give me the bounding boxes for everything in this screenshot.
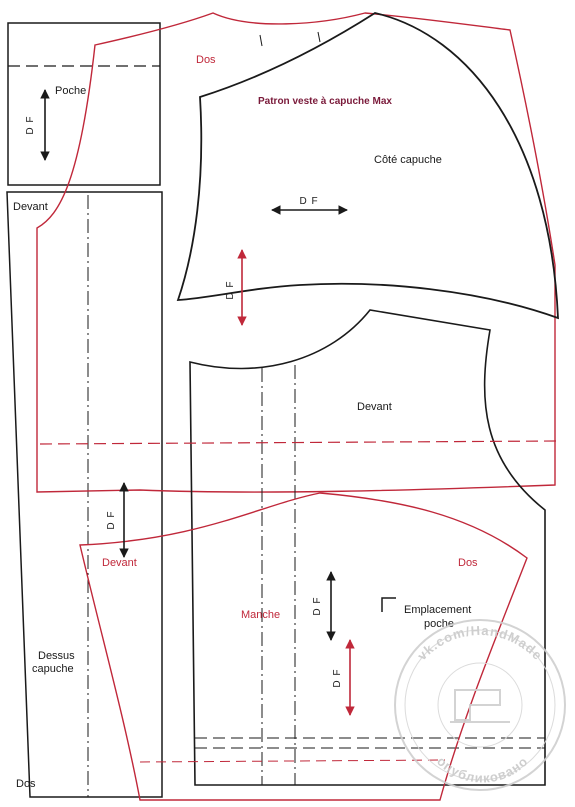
grain-arrow-devant: D F [312, 571, 336, 641]
grain-arrow-dos: D F [225, 249, 247, 326]
watermark-stamp: vk.com/HandMade опубликовано [394, 619, 566, 791]
pattern-title: Patron veste à capuche Max [258, 96, 392, 107]
svg-text:D F: D F [299, 196, 318, 207]
svg-text:D F: D F [25, 115, 36, 134]
grain-arrow-manche: D F [332, 639, 355, 716]
label-dos-right: Dos [458, 557, 478, 569]
svg-text:D F: D F [225, 280, 236, 299]
grain-arrow-poche: D F [25, 89, 50, 161]
dessus-capuche-piece [6, 191, 163, 798]
label-dos-bottom: Dos [16, 778, 36, 790]
cote-capuche-piece [176, 12, 559, 320]
label-devant-center: Devant [357, 401, 392, 413]
poche-piece [7, 22, 161, 186]
dos-neck-tick-right [317, 31, 321, 43]
label-devant-left: Devant [13, 201, 48, 213]
label-emplacement-line1: Emplacement [404, 604, 471, 616]
svg-text:D F: D F [312, 596, 323, 615]
sewing-machine-icon [450, 689, 510, 723]
dos-neck-tick-left [259, 34, 263, 47]
label-dessus-line2: capuche [32, 663, 74, 675]
label-dos-top: Dos [196, 54, 216, 66]
label-emplacement-line2: poche [424, 618, 454, 630]
label-poche: Poche [55, 85, 86, 97]
red-dashed-hemline [39, 440, 558, 445]
grain-arrow-cote-capuche: D F [271, 196, 348, 215]
label-cote-capuche: Côté capuche [374, 154, 442, 166]
emplacement-poche-mark [381, 597, 396, 612]
manche-cuff-line [139, 759, 446, 763]
manche-piece-outline [79, 492, 528, 801]
devant-piece-outline [189, 309, 546, 786]
label-devant-lower: Devant [102, 557, 137, 569]
grain-arrow-dessus-capuche: D F [106, 482, 129, 558]
dos-piece-outline [36, 12, 556, 493]
svg-text:D F: D F [106, 510, 117, 529]
svg-text:D F: D F [332, 668, 343, 687]
label-manche: Manche [241, 609, 280, 621]
label-dessus-line1: Dessus [38, 650, 75, 662]
